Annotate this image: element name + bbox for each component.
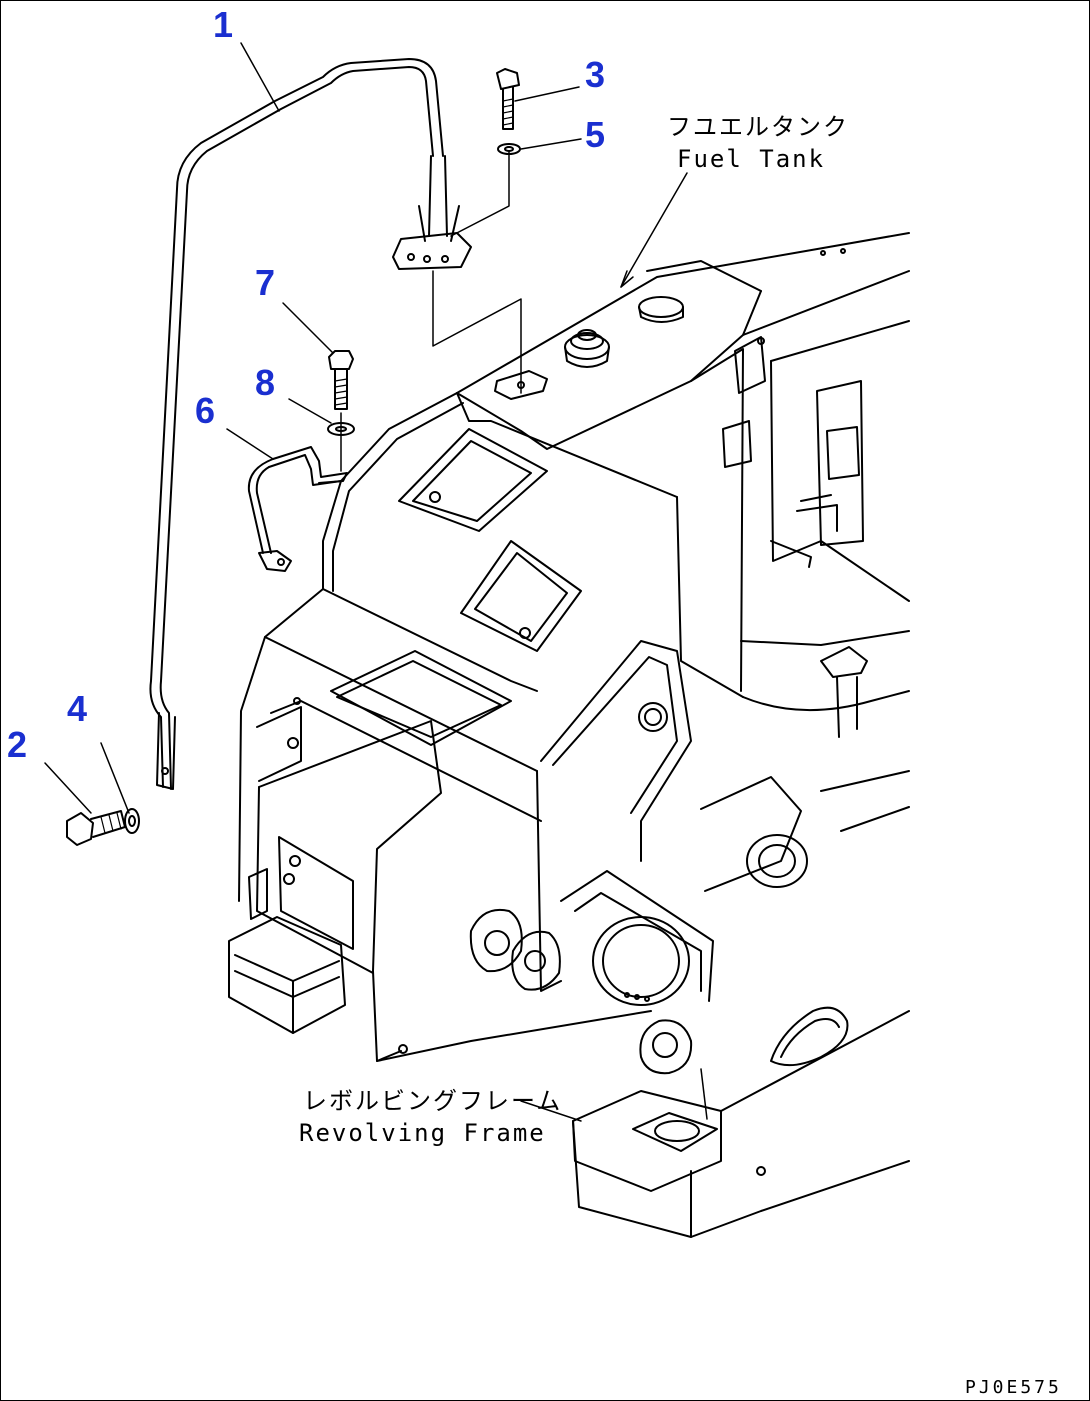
- bolt-part-2: [66, 810, 126, 846]
- washer-part-8: [327, 422, 355, 436]
- callout-3: 3: [585, 54, 606, 95]
- fuel-tank-leader: [620, 172, 688, 288]
- revolving-frame-leader: [520, 1068, 708, 1122]
- callout-6: 6: [195, 390, 216, 431]
- washer-part-5: [497, 143, 521, 155]
- washer-part-4: [124, 808, 140, 834]
- callout-7: 7: [255, 262, 276, 303]
- callout-leaders: [44, 42, 582, 814]
- callout-5: 5: [585, 114, 606, 155]
- callout-1: 1: [213, 4, 234, 45]
- callout-2: 2: [7, 724, 28, 765]
- callout-8: 8: [255, 362, 276, 403]
- fuel-tank-label-en: Fuel Tank: [677, 145, 826, 173]
- drawing-code: PJ0E575: [965, 1377, 1062, 1398]
- bolt-part-3: [496, 68, 520, 130]
- handrail-part-1: [149, 58, 472, 790]
- revolving-frame-label-jp: レボルビングフレーム: [303, 1087, 563, 1115]
- bracket-part-6: [247, 446, 348, 572]
- revolving-frame: [228, 392, 910, 1238]
- bolt-part-7: [328, 350, 354, 410]
- revolving-frame-label-en: Revolving Frame: [299, 1119, 546, 1147]
- callout-4: 4: [67, 688, 88, 729]
- fuel-tank: [456, 232, 910, 738]
- fuel-tank-label-jp: フユエルタンク: [667, 113, 849, 141]
